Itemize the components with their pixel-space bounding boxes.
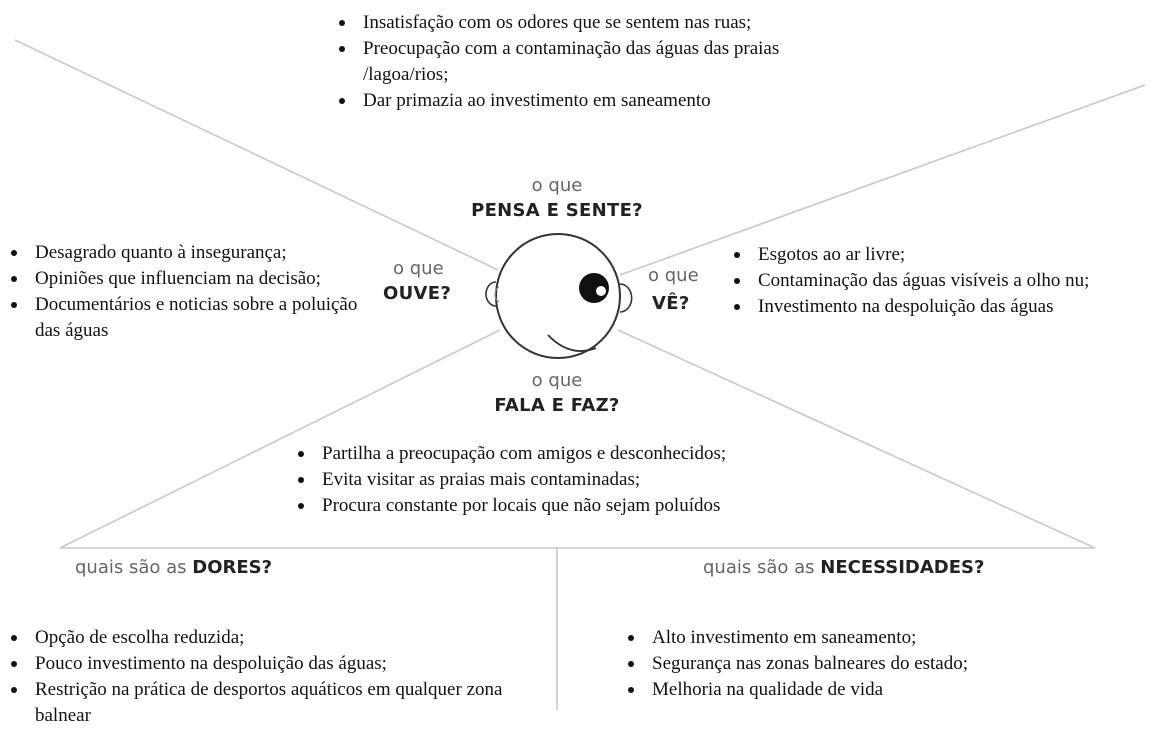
list-item: Alto investimento em saneamento; bbox=[622, 625, 1122, 651]
list-item: Partilha a preocupação com amigos e desc… bbox=[292, 441, 892, 467]
list-item: Opiniões que influenciam na decisão; bbox=[5, 266, 365, 292]
necessidades-title: quais são as NECESSIDADES? bbox=[703, 557, 984, 578]
list-item: Opção de escolha reduzida; bbox=[5, 625, 515, 651]
ouve-list: Desagrado quanto à insegurança; Opiniões… bbox=[5, 240, 365, 344]
left-ear bbox=[485, 281, 497, 307]
diagonal-line-bottom-right bbox=[617, 329, 1096, 549]
head-icon bbox=[485, 233, 633, 359]
ve-label: VÊ? bbox=[652, 293, 690, 314]
mouth bbox=[547, 334, 597, 352]
list-item: Evita visitar as praias mais contaminada… bbox=[292, 467, 892, 493]
list-item: Restrição na prática de desportos aquáti… bbox=[5, 677, 515, 729]
list-item: Preocupação com a contaminação das águas… bbox=[333, 36, 853, 88]
right-ear bbox=[619, 283, 633, 313]
necessidades-prefix: quais são as bbox=[703, 557, 815, 578]
list-item: Desagrado quanto à insegurança; bbox=[5, 240, 365, 266]
list-item: Investimento na despoluição das águas bbox=[728, 294, 1148, 320]
list-item: Dar primazia ao investimento em saneamen… bbox=[333, 88, 853, 114]
pensa-prefix: o que bbox=[531, 175, 583, 196]
list-item: Insatisfação com os odores que se sentem… bbox=[333, 10, 853, 36]
necessidades-label: NECESSIDADES? bbox=[820, 557, 985, 578]
pensa-list: Insatisfação com os odores que se sentem… bbox=[333, 10, 853, 114]
list-item: Procura constante por locais que não sej… bbox=[292, 493, 892, 519]
dores-prefix: quais são as bbox=[75, 557, 187, 578]
list-item: Documentários e noticias sobre a poluiçã… bbox=[5, 292, 365, 344]
diagonal-line-bottom-left bbox=[59, 329, 501, 549]
pensa-label: PENSA E SENTE? bbox=[471, 200, 643, 221]
fala-list: Partilha a preocupação com amigos e desc… bbox=[292, 441, 892, 519]
dores-title: quais são as DORES? bbox=[75, 557, 272, 578]
ouve-label: OUVE? bbox=[383, 283, 452, 304]
diagonal-line-top-right bbox=[619, 84, 1146, 276]
list-item: Segurança nas zonas balneares do estado; bbox=[622, 651, 1122, 677]
ouve-prefix: o que bbox=[393, 258, 444, 279]
list-item: Pouco investimento na despoluição das ág… bbox=[5, 651, 515, 677]
dores-label: DORES? bbox=[192, 557, 273, 578]
list-item: Esgotos ao ar livre; bbox=[728, 242, 1148, 268]
necessidades-list: Alto investimento em saneamento; Seguran… bbox=[622, 625, 1122, 703]
diagonal-line-top-left bbox=[14, 39, 499, 271]
ve-prefix: o que bbox=[648, 265, 699, 286]
fala-label: FALA E FAZ? bbox=[494, 395, 620, 416]
list-item: Contaminação das águas visíveis a olho n… bbox=[728, 268, 1148, 294]
list-item: Melhoria na qualidade de vida bbox=[622, 677, 1122, 703]
dores-list: Opção de escolha reduzida; Pouco investi… bbox=[5, 625, 515, 729]
fala-prefix: o que bbox=[531, 370, 583, 391]
ve-list: Esgotos ao ar livre; Contaminação das ág… bbox=[728, 242, 1148, 320]
